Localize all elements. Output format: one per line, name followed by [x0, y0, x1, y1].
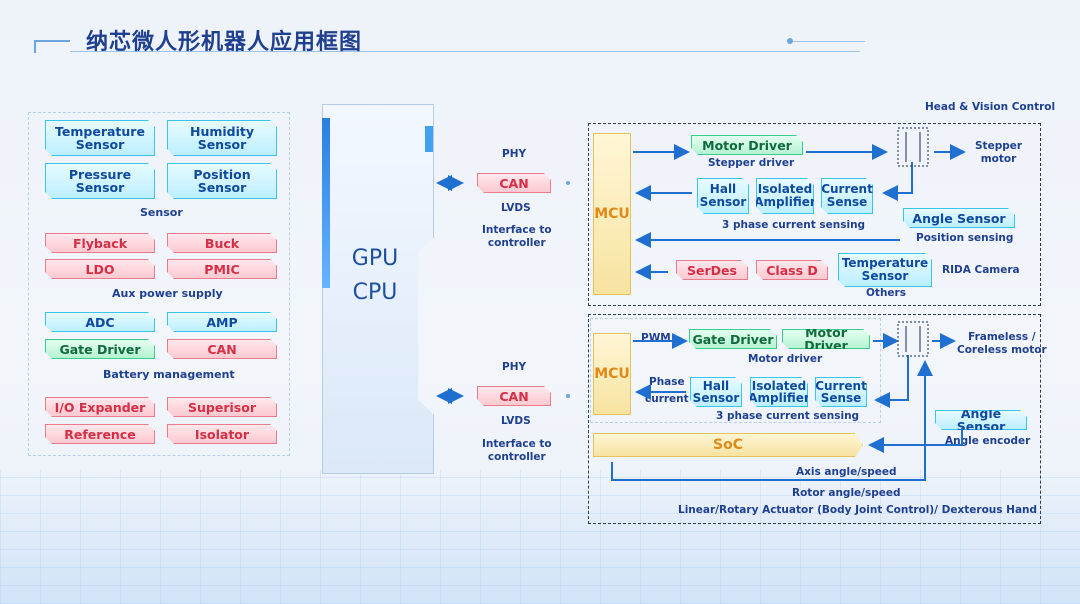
angle-encoder-caption: Angle encoder [945, 435, 1031, 447]
arrow-bridge-to-current-sense-head [882, 162, 913, 201]
hall-sensor-box-joint: Hall Sensor [690, 377, 742, 407]
mcu-box-joint: MCU [593, 333, 631, 415]
amp-box: AMP [167, 312, 277, 332]
frameless-motor-label: Frameless / Coreless motor [957, 331, 1047, 356]
phy-label-top: PHY [502, 148, 527, 160]
soc-box: SoC [593, 433, 863, 457]
others-caption: Others [866, 287, 906, 299]
title-bracket [34, 40, 70, 53]
motor-driver-box-joint: Motor Driver [782, 329, 870, 349]
buck-box: Buck [167, 233, 277, 253]
temperature-sensor-box-head: Temperature Sensor [838, 253, 932, 287]
gpu-cpu-board [322, 104, 434, 474]
lvds-label-bottom: LVDS [501, 415, 531, 427]
left-panel-frame [28, 112, 290, 456]
gate-driver-box-joint: Gate Driver [689, 329, 777, 349]
h-bridge-joint [897, 321, 929, 357]
motor-driver-caption: Motor driver [748, 353, 823, 365]
serdes-box: SerDes [676, 260, 748, 280]
joint-sensing-caption: 3 phase current sensing [716, 410, 860, 422]
gpu-label: GPU [351, 246, 399, 271]
board-accent-left [322, 118, 330, 288]
rida-camera-label: RIDA Camera [942, 264, 1020, 276]
hall-sensor-box-head: Hall Sensor [697, 178, 749, 214]
gate-driver-box: Gate Driver [45, 339, 155, 359]
mcu-box-head: MCU [593, 133, 631, 295]
humidity-sensor-box: Humidity Sensor [167, 120, 277, 156]
joint-frame [588, 314, 1041, 524]
isolated-amplifier-box-joint: Isolated Amplifier [748, 379, 810, 405]
isolated-amplifier-box-head: Isolated Amplifier [756, 178, 814, 214]
title-line-end [793, 41, 865, 42]
head-vision-frame [588, 123, 1041, 306]
arrow-soc-rotor-loop [611, 360, 933, 481]
page-title: 纳芯微人形机器人应用框图 [86, 30, 363, 55]
can-box-left: CAN [167, 339, 277, 359]
arrow-angle-to-soc [868, 428, 963, 453]
supervisor-box: Superisor [167, 397, 277, 417]
ldo-box: LDO [45, 259, 155, 279]
lvds-label-top: LVDS [501, 202, 531, 214]
stepper-driver-caption: Stepper driver [708, 157, 795, 169]
iface-marker-top [566, 181, 570, 185]
arrow-bridge-to-current-sense-joint [874, 355, 909, 408]
motor-driver-box-head: Motor Driver [691, 135, 803, 155]
can-box-bottom: CAN [477, 386, 551, 406]
h-bridge-head [897, 127, 929, 167]
isolator-box: Isolator [167, 424, 277, 444]
joint-caption: Linear/Rotary Actuator (Body Joint Contr… [678, 504, 1038, 516]
phy-label-bottom: PHY [502, 361, 527, 373]
current-sense-box-head: Current Sense [821, 178, 873, 214]
head-vision-title: Head & Vision Control [925, 101, 1056, 113]
battery-caption: Battery management [103, 368, 235, 381]
phase-current-label: Phase current [645, 376, 689, 405]
rotor-angle-label: Rotor angle/speed [792, 487, 901, 499]
interface-caption-top: Interface to controller [482, 224, 552, 249]
position-sensing-caption: Position sensing [916, 232, 1014, 244]
position-sensor-box: Position Sensor [167, 163, 277, 199]
board-accent-right [425, 126, 433, 152]
aux-power-caption: Aux power supply [112, 287, 223, 300]
angle-sensor-box-joint: Angle Sensor [935, 410, 1027, 430]
flyback-box: Flyback [45, 233, 155, 253]
interface-caption-bottom: Interface to controller [482, 438, 552, 463]
joint-inner-frame [590, 318, 881, 423]
pressure-sensor-box: Pressure Sensor [45, 163, 155, 199]
background-floor-grid [0, 470, 1080, 604]
sensor-caption: Sensor [140, 206, 183, 219]
can-box-top: CAN [477, 173, 551, 193]
stepper-motor-label: Stepper motor [975, 140, 1023, 165]
axis-angle-label: Axis angle/speed [796, 466, 897, 478]
title-dot [787, 38, 793, 44]
adc-box: ADC [45, 312, 155, 332]
title-underline [70, 51, 860, 52]
head-sensing-caption: 3 phase current sensing [722, 219, 866, 231]
current-sense-box-joint: Current Sense [815, 379, 867, 405]
temperature-sensor-box: Temperature Sensor [45, 120, 155, 156]
io-expander-box: I/O Expander [45, 397, 155, 417]
cpu-label: CPU [352, 280, 398, 305]
iface-marker-bottom [566, 394, 570, 398]
angle-sensor-box-head: Angle Sensor [903, 208, 1015, 228]
reference-box: Reference [45, 424, 155, 444]
class-d-box: Class D [756, 260, 828, 280]
pmic-box: PMIC [167, 259, 277, 279]
